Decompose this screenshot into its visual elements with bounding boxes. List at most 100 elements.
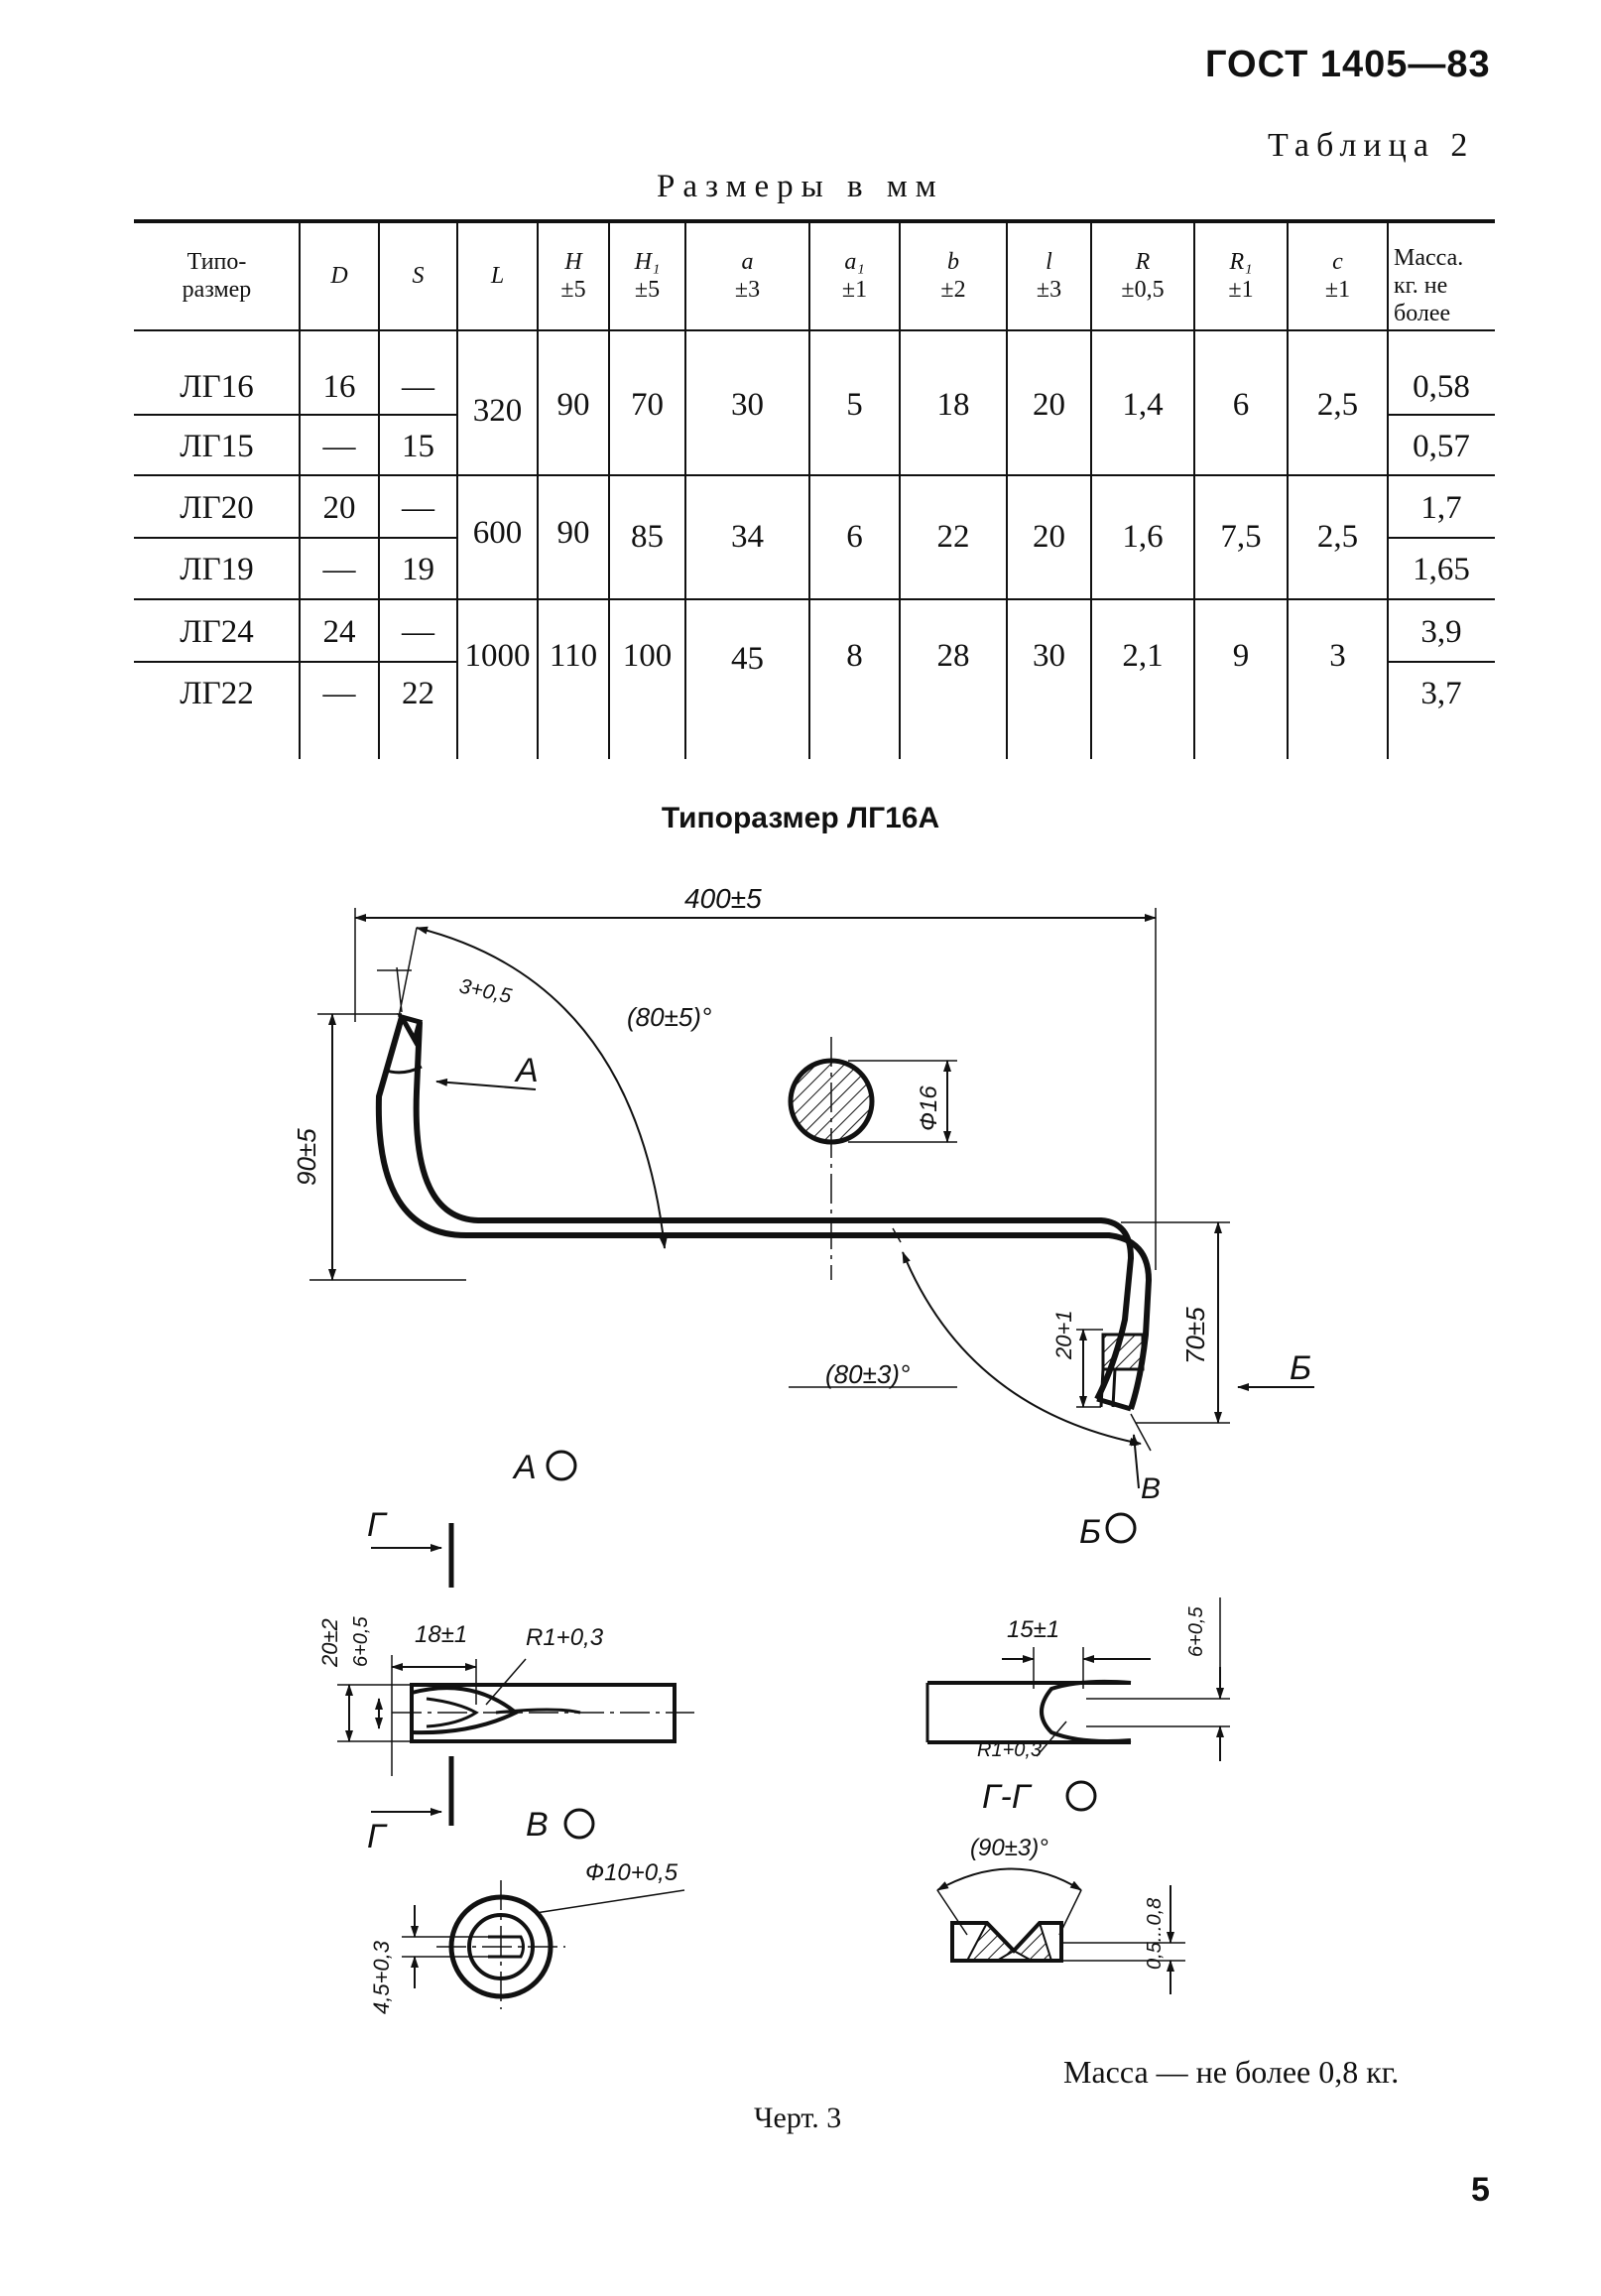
dim-label: 4,5+0,3: [369, 1940, 394, 2014]
dim-label: 6+0,5: [350, 1616, 372, 1667]
header-l: l±3: [1036, 249, 1062, 303]
header-H: H±5: [560, 249, 586, 303]
row-S: 19: [402, 552, 434, 587]
dim-label: 400±5: [684, 883, 762, 914]
group-H: 90: [556, 515, 590, 551]
row-D: 24: [322, 614, 356, 650]
units-label: Размеры в мм: [657, 169, 944, 204]
row-S: 22: [402, 676, 434, 711]
header-R: R±0,5: [1121, 249, 1165, 303]
row-mass: 3,9: [1420, 614, 1462, 650]
row-D: —: [322, 552, 356, 587]
row-type: ЛГ15: [180, 429, 254, 464]
header-R1: R₁±1: [1228, 249, 1254, 303]
group-a: 30: [731, 387, 764, 423]
row-type: ЛГ22: [180, 676, 254, 711]
group-l: 20: [1033, 387, 1065, 423]
dim-label: Ф16: [916, 1085, 942, 1131]
dim-label: 0,5...0,8: [1144, 1898, 1166, 1970]
row-type: ЛГ19: [180, 552, 254, 587]
dim-label: 3+0,5: [457, 974, 514, 1008]
row-S: 15: [402, 429, 434, 464]
dim-label: (90±3)°: [970, 1835, 1048, 1861]
row-type: ЛГ16: [180, 369, 254, 405]
dim-label: 6+0,5: [1185, 1606, 1207, 1657]
dim-label: R1+0,3: [526, 1624, 604, 1651]
group-l: 20: [1033, 519, 1065, 555]
table-label: Таблица 2: [1268, 127, 1475, 164]
section-label: Г: [367, 1506, 388, 1544]
group-a: 45: [731, 641, 764, 677]
dim-height-left: [309, 1013, 466, 1281]
section-circle: [788, 1037, 957, 1280]
row-D: 16: [322, 369, 356, 405]
group-R: 2,1: [1122, 638, 1164, 674]
dim-label: 18±1: [415, 1621, 467, 1648]
row-D: —: [322, 676, 356, 711]
group-H1: 70: [631, 387, 664, 423]
row-type: ЛГ24: [180, 614, 254, 650]
row-mass: 0,57: [1413, 429, 1470, 464]
dim-height-right: [1121, 1221, 1230, 1424]
group-c: 2,5: [1316, 387, 1359, 423]
group-b: 18: [936, 387, 970, 423]
dim-label: (80±3)°: [825, 1359, 910, 1389]
row-mass: 1,65: [1413, 552, 1470, 587]
arrow-a: [435, 1078, 537, 1090]
dim-label: R1+0,3: [977, 1739, 1042, 1761]
view-marker-icon: [1105, 1512, 1137, 1544]
view-v: [402, 1880, 685, 2009]
row-S: —: [402, 490, 434, 526]
row-S: —: [402, 614, 434, 650]
dim-label: 20+1: [1051, 1310, 1076, 1360]
technical-drawing: 400±5 3+0,5 (80±5)° 90±5 Ф16 70±5 20+1 (…: [292, 883, 1314, 2014]
row-mass: 0,58: [1413, 369, 1470, 405]
group-L: 320: [472, 393, 523, 429]
dimensions-table: Типо-размер D S L H±5 H₁±5 a±3 a₁±1 b±2 …: [134, 218, 1495, 759]
group-b: 28: [936, 638, 970, 674]
section-label: Г-Г: [982, 1778, 1033, 1816]
arc-angle-top: [416, 926, 668, 1249]
group-H1: 100: [622, 638, 673, 674]
dim-length: [354, 908, 1157, 1270]
dim-label: (80±5)°: [627, 1002, 711, 1032]
group-R: 1,4: [1122, 387, 1164, 423]
view-label: Б: [1079, 1513, 1101, 1551]
group-H: 110: [549, 638, 598, 674]
group-L: 1000: [464, 638, 531, 674]
figure-title: Типоразмер ЛГ16А: [661, 802, 940, 834]
group-c: 3: [1329, 638, 1346, 674]
group-H1: 85: [631, 519, 664, 555]
table-grid: [134, 219, 1495, 759]
view-label: В: [526, 1806, 549, 1844]
group-R1: 7,5: [1220, 519, 1262, 555]
bar-outline: [375, 1012, 1153, 1412]
row-mass: 1,7: [1420, 490, 1462, 526]
header-b: b±2: [940, 249, 966, 303]
arrow-label: А: [514, 1052, 539, 1089]
document-id: ГОСТ 1405—83: [1205, 44, 1491, 85]
group-R1: 6: [1232, 387, 1250, 423]
group-R: 1,6: [1122, 519, 1164, 555]
header-D: D: [330, 263, 348, 289]
row-S: —: [402, 369, 434, 405]
section-label: Г: [367, 1818, 388, 1855]
view-a: [337, 1523, 694, 1826]
group-a1: 8: [846, 638, 863, 674]
figure-caption: Черт. 3: [754, 2102, 842, 2134]
header-type: Типо-размер: [182, 249, 252, 303]
arrow-label: В: [1141, 1472, 1161, 1505]
row-mass: 3,7: [1420, 676, 1462, 711]
header-S: S: [412, 263, 425, 289]
header-H1: H₁±5: [634, 249, 661, 303]
section-g: [936, 1867, 1185, 1994]
row-type: ЛГ20: [180, 490, 254, 526]
dim-label: 20±2: [317, 1618, 342, 1668]
dim-label: 70±5: [1180, 1307, 1210, 1364]
group-H: 90: [556, 387, 590, 423]
page-number: 5: [1471, 2171, 1490, 2209]
dim-label: 90±5: [292, 1128, 321, 1186]
group-a: 34: [731, 519, 764, 555]
row-D: —: [322, 429, 356, 464]
group-a1: 6: [846, 519, 863, 555]
